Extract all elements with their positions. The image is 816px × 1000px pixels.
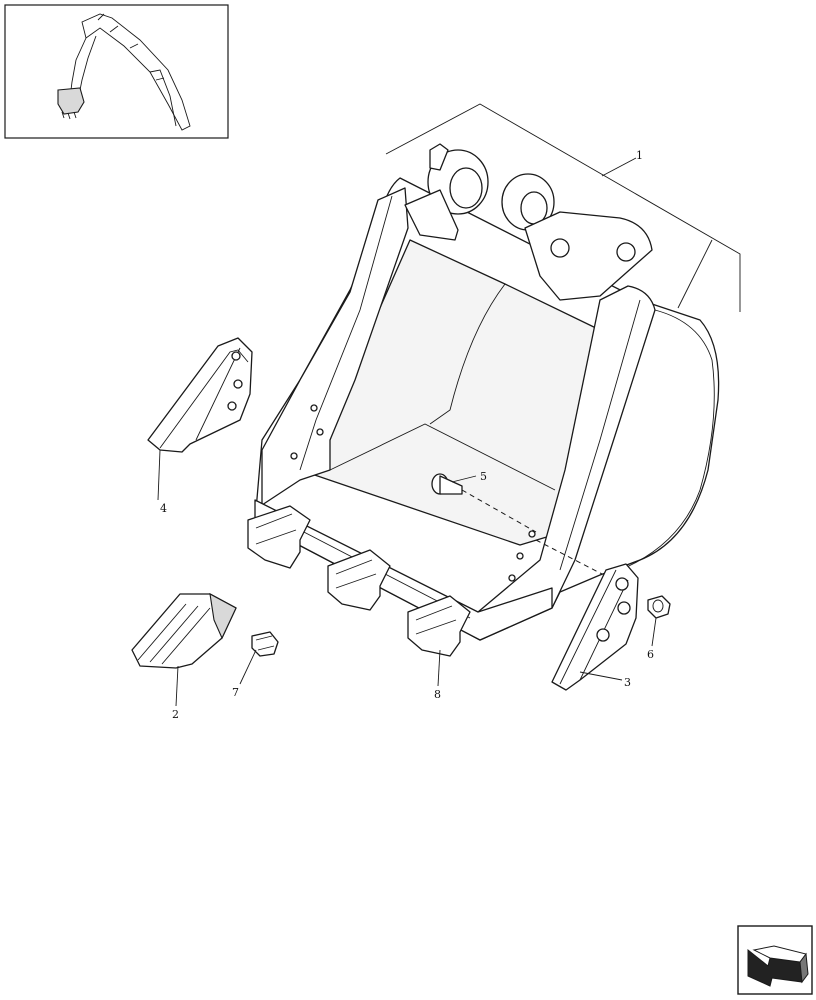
callout-1: 1 — [636, 149, 643, 162]
side-cutter-left — [147, 337, 253, 453]
callout-7: 7 — [232, 686, 239, 699]
excavator-arm-thumbnail-icon — [4, 4, 229, 139]
callout-8: 8 — [434, 688, 441, 701]
callout-5: 5 — [480, 470, 487, 483]
callout-6: 6 — [647, 648, 654, 661]
callout-3: 3 — [624, 676, 631, 689]
loose-tooth — [131, 592, 237, 669]
callout-2: 2 — [172, 708, 179, 721]
nut — [647, 595, 671, 619]
bucket-tooth — [247, 505, 471, 657]
leader-lines — [157, 449, 657, 707]
next-page-arrow-icon[interactable] — [737, 925, 813, 995]
callout-4: 4 — [160, 502, 167, 515]
bucket-assembly — [254, 103, 741, 641]
retainer-pin — [251, 631, 279, 657]
side-cutter-right — [551, 563, 639, 691]
bolt — [431, 473, 603, 575]
